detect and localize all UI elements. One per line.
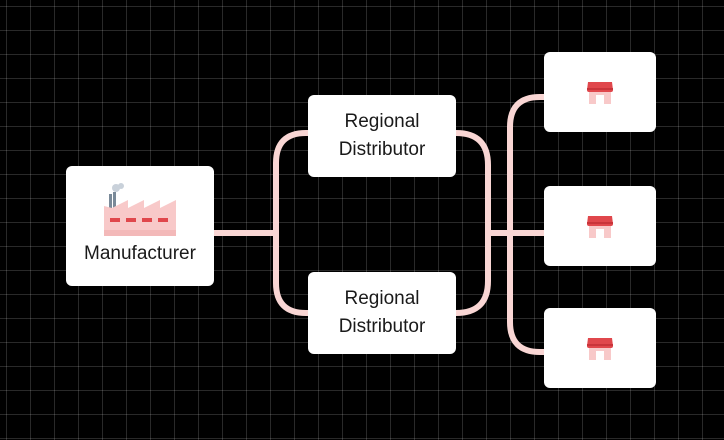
distributor-node-2: Regional Distributor bbox=[308, 272, 456, 354]
factory-icon bbox=[104, 183, 176, 236]
distributor-label-2: Regional Distributor bbox=[338, 288, 426, 337]
storefront-icon bbox=[587, 82, 613, 104]
connector-bracket-left bbox=[273, 130, 311, 316]
connector-store-bracket bbox=[507, 94, 547, 355]
storefront-icon bbox=[587, 216, 613, 238]
manufacturer-node: Manufacturer bbox=[66, 166, 214, 286]
connector-bracket-right bbox=[453, 130, 491, 316]
storefront-icon bbox=[587, 338, 613, 360]
distributor-node-1: Regional Distributor bbox=[308, 95, 456, 177]
store-node-3 bbox=[544, 308, 656, 388]
store-node-2 bbox=[544, 186, 656, 266]
manufacturer-label: Manufacturer bbox=[84, 243, 196, 264]
distributor-label-1: Regional Distributor bbox=[338, 111, 426, 160]
store-node-1 bbox=[544, 52, 656, 132]
